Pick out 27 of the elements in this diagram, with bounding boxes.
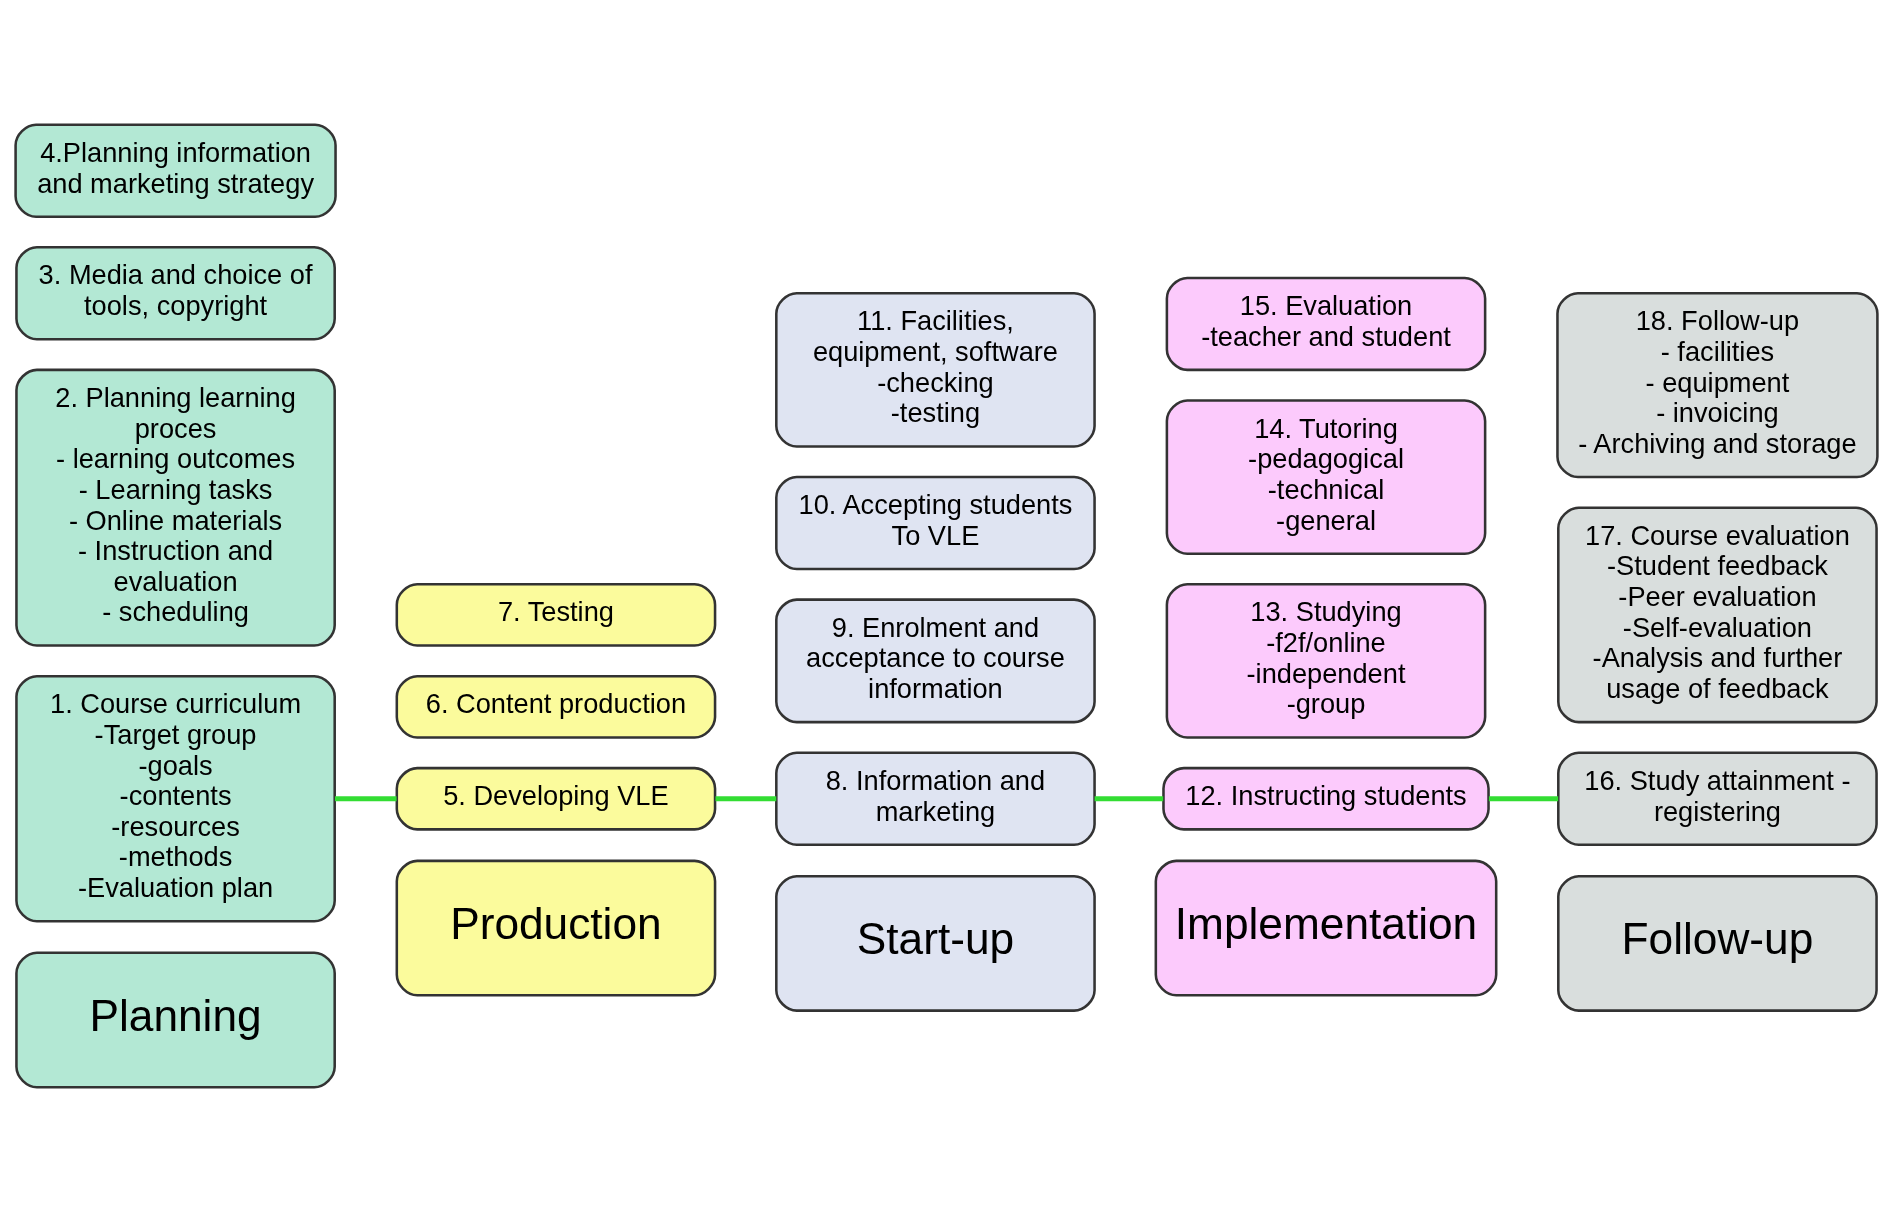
node-box: 4.Planning information and marketing strategy xyxy=(14,123,337,218)
node-box: 1. Course curriculum -Target group -goals -contents -resources -methods -Evaluation plan xyxy=(15,674,336,923)
node-box: Production xyxy=(395,859,717,997)
node-box: 16. Study attainment - registering xyxy=(1557,751,1878,846)
node-box: 7. Testing xyxy=(395,582,717,647)
node-box: 5. Developing VLE xyxy=(395,766,717,831)
connector xyxy=(334,795,397,801)
node-box: 2. Planning learning proces - learning outcomes - Learning tasks - Online materials - Instruction and evaluation - scheduling xyxy=(15,368,336,647)
node-box: 15. Evaluation -teacher and student xyxy=(1165,276,1487,371)
node-box: 3. Media and choice of tools, copyright xyxy=(15,245,336,340)
node-box: 14. Tutoring -pedagogical -technical -general xyxy=(1165,398,1487,555)
node-box: 6. Content production xyxy=(395,674,717,739)
node-box: 10. Accepting students To VLE xyxy=(775,475,1096,570)
node-box: 8. Information and marketing xyxy=(775,751,1096,846)
connector xyxy=(1094,795,1164,801)
node-box: 17. Course evaluation -Student feedback -Peer evaluation -Self-evaluation -Analysis and further usage of feedback xyxy=(1557,505,1878,723)
connector xyxy=(1488,795,1559,801)
node-box: 18. Follow-up - facilities - equipment - invoicing - Archiving and storage xyxy=(1556,291,1879,478)
node-box: 12. Instructing students xyxy=(1162,766,1490,831)
node-box: Start-up xyxy=(775,874,1096,1012)
node-box: Planning xyxy=(15,950,336,1088)
node-box: Follow-up xyxy=(1557,874,1878,1012)
node-box: 13. Studying -f2f/online -independent -group xyxy=(1165,582,1487,739)
node-box: 11. Facilities, equipment, software -checking -testing xyxy=(775,291,1096,448)
node-box: Implementation xyxy=(1154,859,1498,997)
connector xyxy=(715,795,777,801)
node-box: 9. Enrolment and acceptance to course information xyxy=(775,597,1096,723)
